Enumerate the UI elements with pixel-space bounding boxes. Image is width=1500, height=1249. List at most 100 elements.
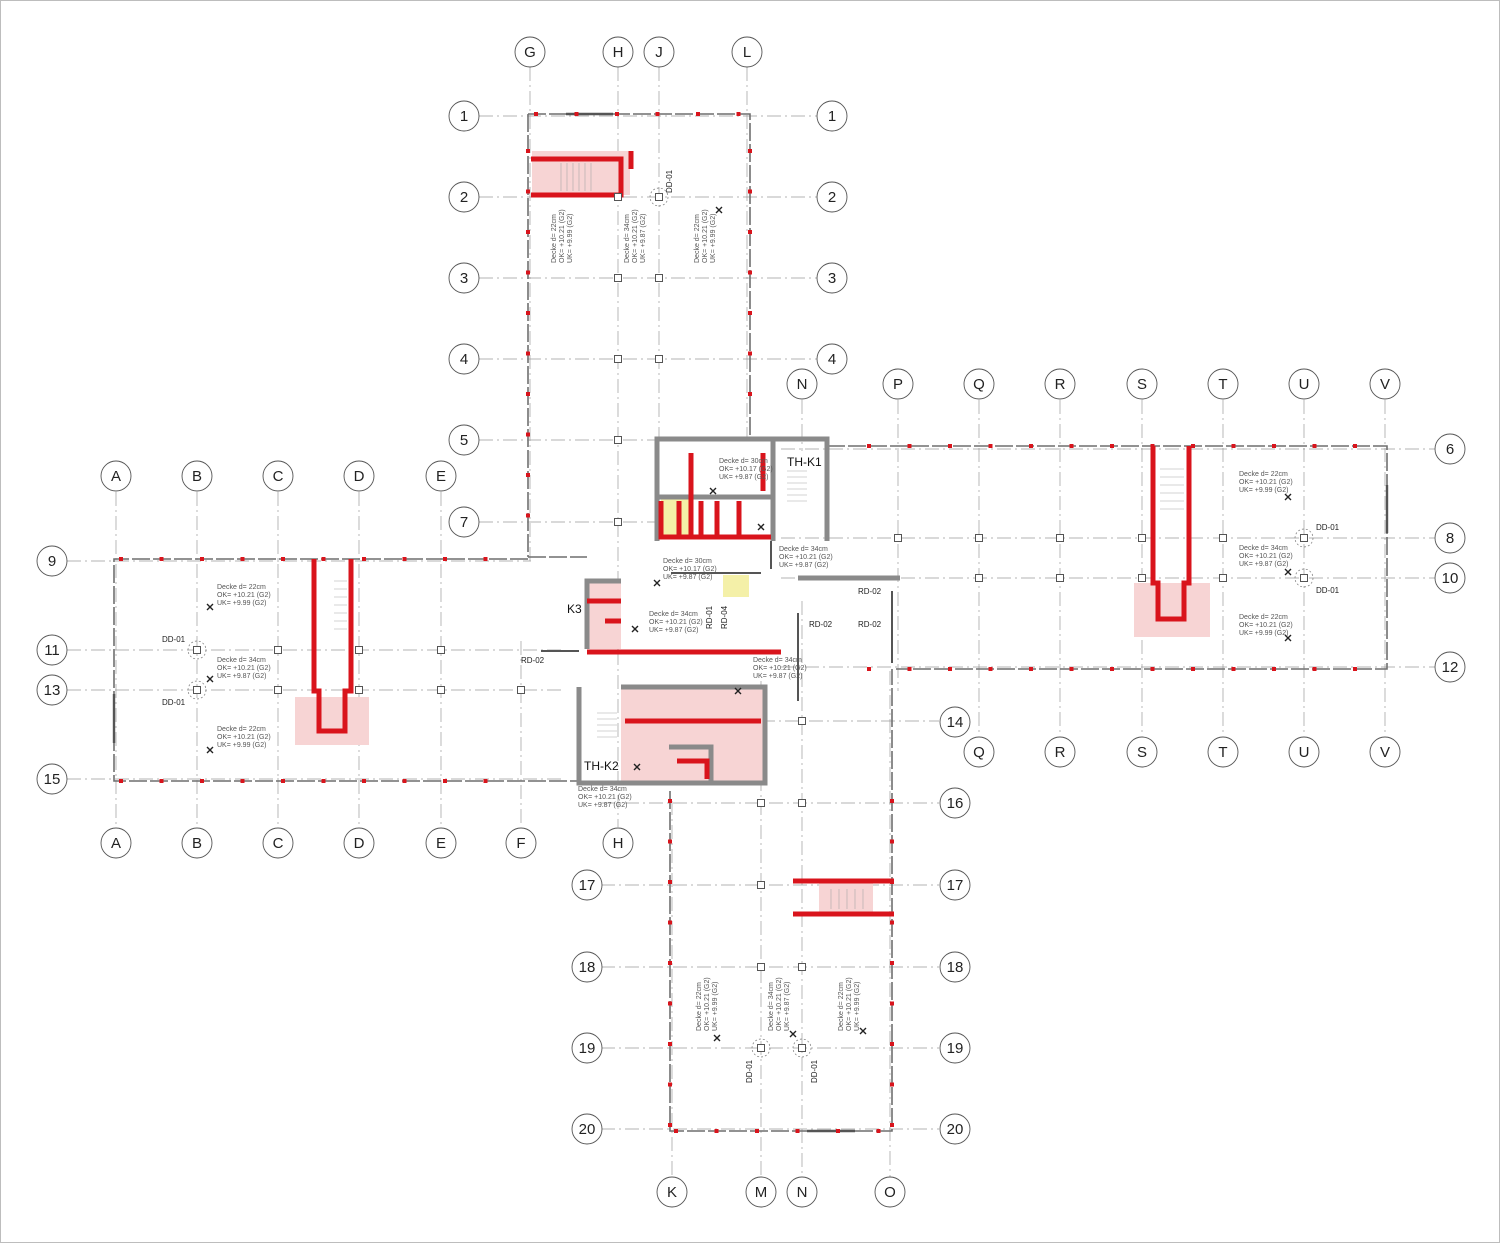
grid-axis-bubble-label: T [1218, 376, 1227, 393]
svg-text:Decke d= 22cm: Decke d= 22cm [217, 726, 266, 733]
facade-post [988, 444, 993, 448]
grid-axis-bubble-label: S [1137, 744, 1147, 761]
grid-axis-bubble-circle [745, 1176, 777, 1208]
grid-row-bubble-circle [939, 787, 971, 819]
grid-axis-bubble-circle [343, 460, 375, 492]
dd-tag: DD-01 [162, 698, 186, 707]
grid-axis-bubble-circle [1369, 368, 1401, 400]
grid-row-bubble-circle [571, 869, 603, 901]
facade-post [674, 1129, 678, 1133]
slab-annotation: Decke d= 34cm OK= +10.21 (G2) UK= +9.87 … [578, 786, 632, 809]
facade-post [402, 557, 407, 561]
highlight-zones [661, 499, 749, 597]
grid-row-bubble-circle [36, 763, 68, 795]
dd-tag: DD-01 [1316, 586, 1340, 595]
facade-post [748, 311, 752, 315]
column-square [1056, 534, 1064, 542]
svg-text:OK= +10.21 (G2): OK= +10.21 (G2) [578, 794, 632, 801]
grid-axis-bubble-circle [1126, 368, 1158, 400]
grid-row-bubble-label: 17 [579, 877, 596, 894]
svg-text:OK= +10.21 (G2): OK= +10.21 (G2) [559, 209, 566, 263]
facade-post [655, 112, 660, 116]
facade-post [574, 112, 579, 116]
facade-post [1353, 667, 1357, 671]
facade-post [907, 444, 912, 448]
facade-post [1272, 667, 1276, 671]
column-square [798, 799, 806, 807]
grid-axis-bubble-label: A [111, 468, 121, 485]
facade-post [1150, 667, 1155, 671]
facade-post [526, 432, 530, 437]
facade-post [240, 779, 245, 783]
svg-text:OK= +10.21 (G2): OK= +10.21 (G2) [217, 592, 271, 599]
svg-text:OK= +10.21 (G2): OK= +10.21 (G2) [217, 665, 271, 672]
dd-opening [649, 187, 669, 207]
svg-text:UK= +9.87 (G2): UK= +9.87 (G2) [649, 627, 698, 634]
grid-row-bubble-circle [939, 951, 971, 983]
grid-axis-bubble-label: J [655, 44, 663, 61]
column-square [614, 436, 622, 444]
slab-annotation: Decke d= 30cm OK= +10.17 (G2) UK= +9.87 … [663, 558, 717, 581]
slab-annotation: Decke d= 34cm OK= +10.21 (G2) UK= +9.87 … [768, 977, 791, 1031]
grid-row-bubble-label: 4 [828, 351, 836, 368]
column-square [655, 355, 663, 363]
column-square [1138, 534, 1146, 542]
grid-row-bubble-label: 3 [460, 270, 468, 287]
grid-axis-bubble-label: T [1218, 744, 1227, 761]
facade-post [1191, 667, 1195, 671]
svg-text:OK= +10.21 (G2): OK= +10.21 (G2) [1239, 553, 1293, 560]
facade-post [836, 1129, 840, 1133]
dd-opening [187, 640, 207, 660]
svg-text:Decke d= 22cm: Decke d= 22cm [551, 214, 558, 263]
facade-post [1029, 444, 1033, 448]
grid-axis-bubble-label: H [613, 835, 624, 852]
facade-post [362, 779, 366, 783]
facade-post [668, 799, 672, 803]
column-square [757, 1044, 765, 1052]
grid-axis-bubble-label: K [667, 1184, 677, 1201]
grid-row-bubble-label: 2 [828, 189, 836, 206]
grid-axis-bubble-label: S [1137, 376, 1147, 393]
grid-row-bubble-circle [36, 545, 68, 577]
drill-marker [633, 763, 641, 771]
slab-annotation: Decke d= 22cm OK= +10.21 (G2) UK= +9.99 … [694, 209, 717, 263]
column-square [655, 274, 663, 282]
slab-annotation: Decke d= 22cm OK= +10.21 (G2) UK= +9.99 … [217, 726, 271, 749]
svg-text:UK= +9.87 (G2): UK= +9.87 (G2) [779, 562, 828, 569]
facade-post [890, 1001, 894, 1006]
grid-row-bubble-label: 13 [44, 682, 61, 699]
grid-axis-bubble-circle [786, 368, 818, 400]
facade-post [526, 473, 530, 477]
grid-row-bubble-circle [448, 100, 480, 132]
dd-tag: DD-01 [1316, 523, 1340, 532]
grid-row-bubble-label: 1 [828, 108, 836, 125]
facade-post [615, 112, 619, 116]
facade-post [443, 779, 447, 783]
drill-marker [757, 523, 765, 531]
column-square [1219, 574, 1227, 582]
facade-post [1191, 444, 1195, 448]
facade-post [483, 779, 488, 783]
grid-row-bubble-circle [816, 262, 848, 294]
svg-text:Decke d= 22cm: Decke d= 22cm [1239, 471, 1288, 478]
grid-row-bubble-label: 16 [947, 795, 964, 812]
drill-marker [1284, 634, 1292, 642]
dd-opening [187, 680, 207, 700]
dd-opening [1294, 528, 1314, 548]
grid-axis-bubble-circle [1207, 736, 1239, 768]
svg-text:Decke d= 22cm: Decke d= 22cm [696, 982, 703, 1031]
svg-text:Decke d= 22cm: Decke d= 22cm [217, 584, 266, 591]
svg-text:UK= +9.99 (G2): UK= +9.99 (G2) [217, 742, 266, 749]
grid-row-bubble-label: 17 [947, 877, 964, 894]
svg-text:UK= +9.99 (G2): UK= +9.99 (G2) [1239, 630, 1288, 637]
grid-row-bubble-circle [1434, 433, 1466, 465]
interior-walls [541, 541, 893, 701]
facade-post [668, 839, 672, 844]
drill-marker [859, 1027, 867, 1035]
grid-axis-bubble-circle [1369, 736, 1401, 768]
facade-post [736, 112, 741, 116]
grid-row-bubble-circle [816, 100, 848, 132]
slab-annotation: Decke d= 34cm OK= +10.21 (G2) UK= +9.87 … [624, 209, 647, 263]
grid-axis-bubble-label: R [1055, 744, 1066, 761]
door-tag-rd02: RD-02 [809, 620, 833, 629]
